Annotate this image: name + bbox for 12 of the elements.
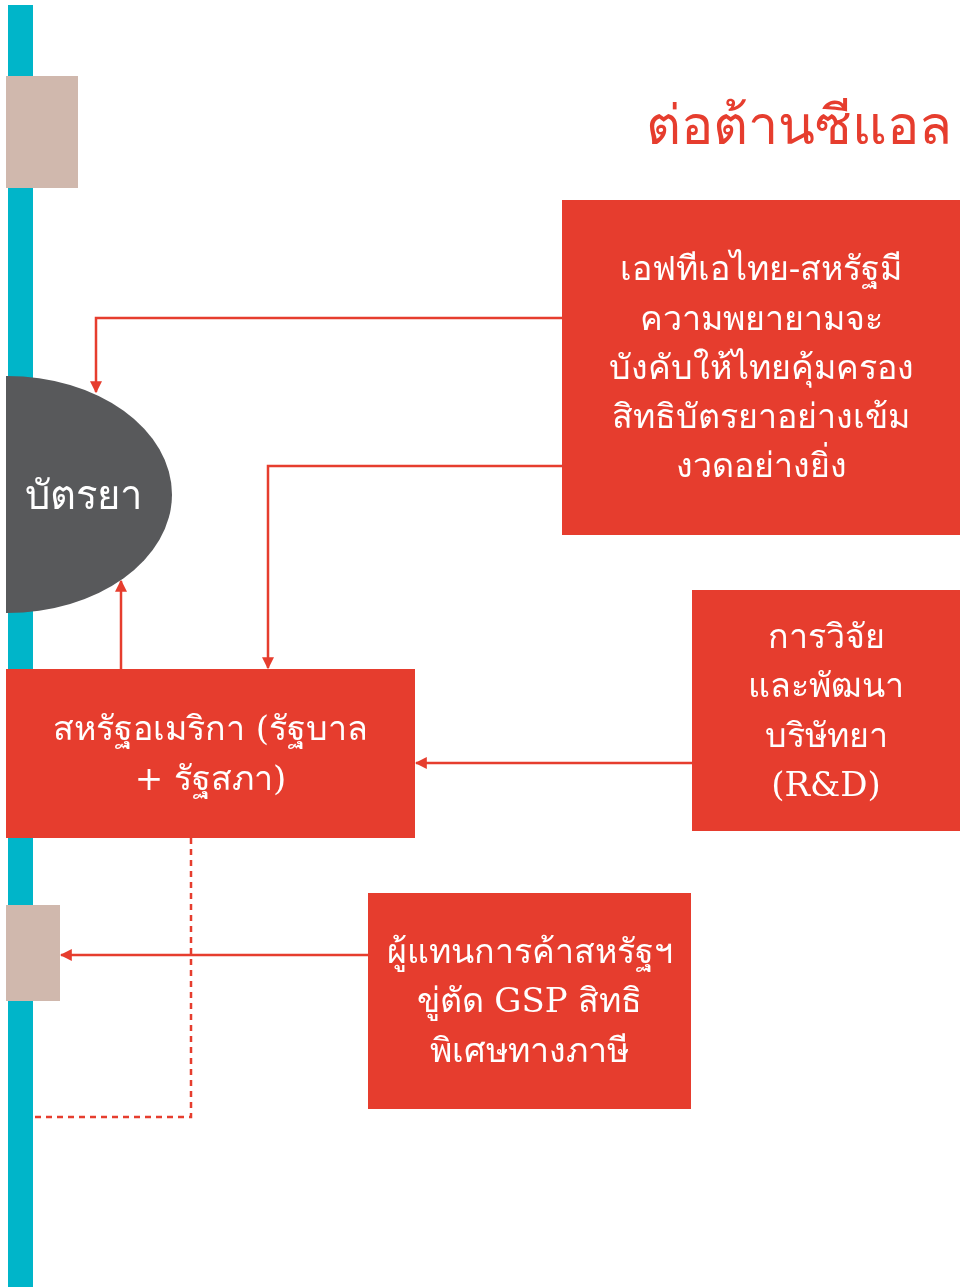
side-tab [6, 905, 60, 1001]
arrow [115, 579, 127, 669]
title: ต่อต้านซีแอล [646, 93, 952, 159]
arrow [262, 464, 562, 670]
process-box: การวิจัยและพัฒนาบริษัทยา (R&D) [692, 590, 960, 831]
arrow [59, 949, 368, 961]
arrow [414, 757, 692, 769]
process-box: เอฟทีเอไทย-สหรัฐมีความพยายามจะบังคับให้ไทยคุ้มครองสิทธิบัตรยาอย่างเข้มงวดอย่างยิ่ง [562, 200, 960, 535]
process-box: สหรัฐอเมริกา (รัฐบาล + รัฐสภา) [6, 669, 415, 838]
side-tab [6, 76, 78, 188]
arrow [90, 316, 562, 394]
process-box: ผู้แทนการค้าสหรัฐฯ ขู่ตัด GSP สิทธิพิเศษทางภาษี [368, 893, 691, 1109]
